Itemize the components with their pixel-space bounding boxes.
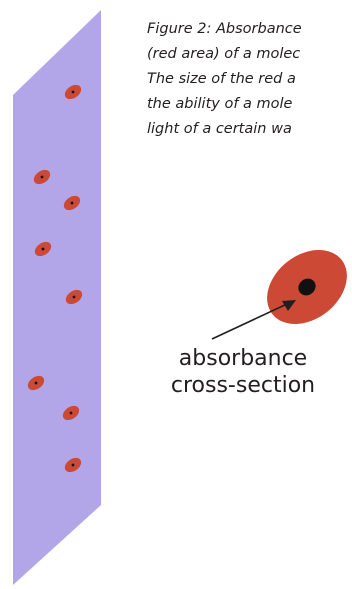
enlarged-molecule (253, 235, 352, 340)
caption-line: (red area) of a molec (147, 46, 300, 62)
caption-line: the ability of a mole (147, 96, 293, 112)
caption-line: The size of the red a (147, 71, 296, 87)
label-line: cross-section (171, 373, 315, 398)
caption-line: Figure 2: Absorbance (147, 21, 302, 37)
arrow-shaft (212, 304, 287, 339)
sample-plane (13, 10, 101, 585)
figure-caption: Figure 2: Absorbance (red area) of a mol… (147, 21, 302, 137)
label-line: absorbance (179, 346, 307, 371)
caption-line: light of a certain wa (147, 121, 292, 137)
cross-section-label: absorbance cross-section (171, 346, 315, 398)
